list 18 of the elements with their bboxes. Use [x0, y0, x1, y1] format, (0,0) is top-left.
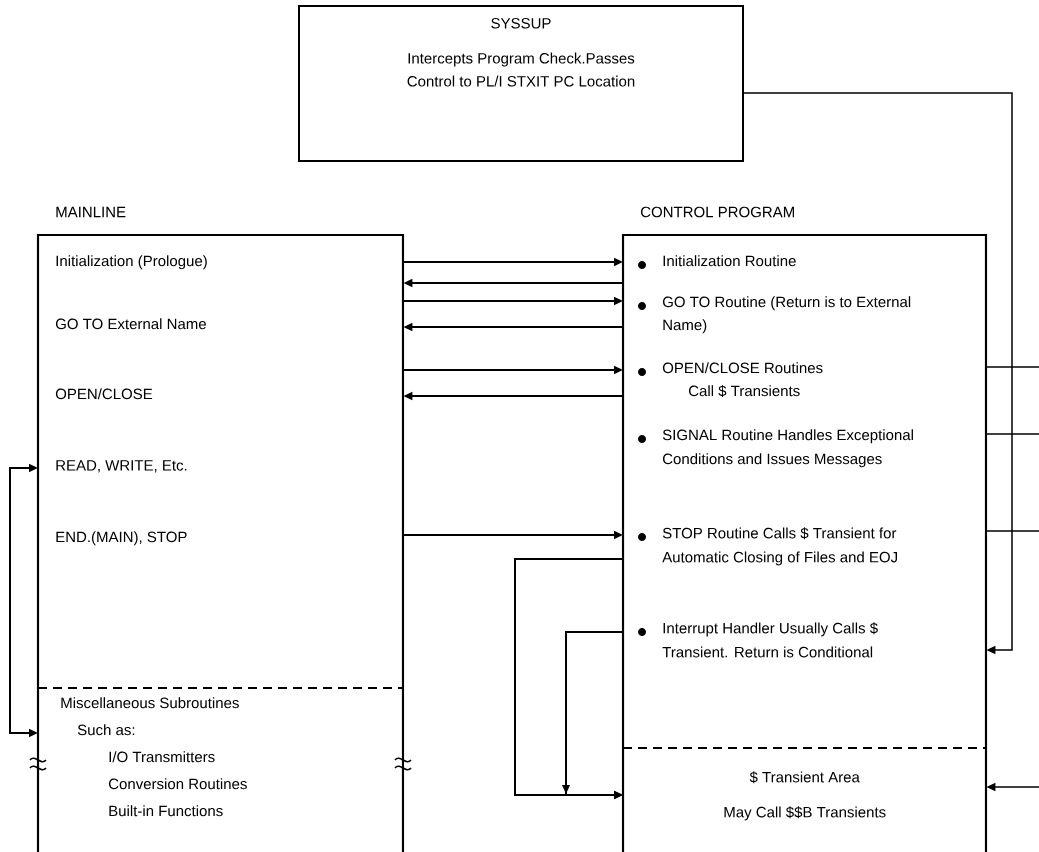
area-section: Miscellaneous Subroutines Such as: I/O Transmitters Conversion Routines Built-in Functions [37, 687, 404, 817]
list-item: STOP Routine Calls $ Transient for Automatic Closing of Files and EOJ [638, 527, 897, 566]
text-label: READ, WRITE, Etc. [56, 460, 187, 473]
text-label: END.(MAIN), STOP [56, 531, 187, 546]
list-item: GO TO Routine (Return is to External Name) [638, 296, 911, 334]
node-label: Initialization Routine [663, 255, 796, 267]
text-label: GO TO External Name [55, 318, 206, 330]
list-item: OPEN/CLOSE Routines Call $ Transients [638, 362, 823, 398]
area-section: $ Transient Area May Call $$B Transients [622, 747, 987, 821]
list-item: Interrupt Handler Usually Calls $ Transient. Return is Conditional [638, 622, 878, 658]
node-label: Call $ Transients [688, 384, 800, 398]
list-item: Initialization Routine [638, 255, 796, 269]
text-label: Initialization (Prologue) [56, 255, 207, 270]
list-item: SIGNAL Routine Handles Exceptional Conditions and Issues Messages [638, 429, 913, 468]
arrow [743, 92, 1013, 655]
process-box: SYSSUP Intercepts Program Check.Passes Control to PL/I STXIT PC Location [298, 5, 744, 162]
node-label: OPEN/CLOSE Routines [662, 362, 823, 374]
text-label: OPEN/CLOSE [55, 388, 153, 400]
